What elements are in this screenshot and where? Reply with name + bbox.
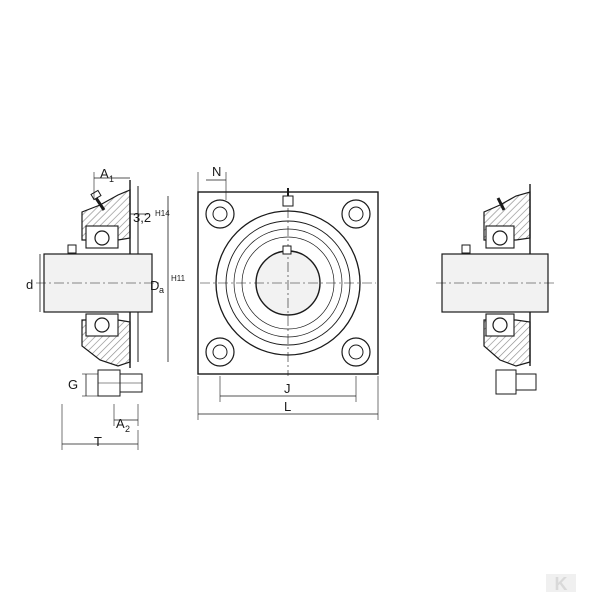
logo-text: K (555, 574, 568, 594)
ball-lower-right-icon (492, 317, 508, 333)
label-t: T (94, 434, 102, 449)
label-g: G (68, 377, 78, 392)
label-d: d (26, 277, 33, 292)
label-a2-sub: 2 (125, 424, 130, 434)
label-l: L (284, 399, 291, 414)
label-bore-tolerance: H14 (155, 209, 170, 218)
bolt-hole-icon (205, 199, 371, 367)
label-da-tolerance: H11 (171, 274, 186, 283)
label-da: D (150, 278, 159, 293)
front-view: N J L (197, 164, 379, 420)
brand-logo: K (546, 574, 576, 594)
set-screw-front (282, 245, 292, 255)
label-a1-sub: 1 (109, 174, 114, 184)
label-a2: A (116, 416, 125, 431)
ball-upper-icon (94, 230, 110, 246)
right-section-view (436, 184, 556, 395)
bolt-icon (97, 369, 143, 397)
set-screw (67, 244, 77, 254)
grease-nipple-right-icon (496, 197, 506, 211)
label-bore-diameter: 3,2 (133, 210, 151, 225)
label-j: J (284, 381, 291, 396)
left-section-view: A 1 3,2 H14 d D a H11 G A 2 T (26, 166, 186, 450)
ball-upper-right-icon (492, 230, 508, 246)
grease-nipple-top-icon (282, 188, 294, 207)
grease-nipple-icon (90, 189, 106, 211)
bolt-right-icon (495, 369, 537, 395)
label-n: N (212, 164, 221, 179)
ball-lower-icon (94, 317, 110, 333)
label-a1: A (100, 166, 109, 181)
label-da-sub: a (159, 285, 164, 295)
